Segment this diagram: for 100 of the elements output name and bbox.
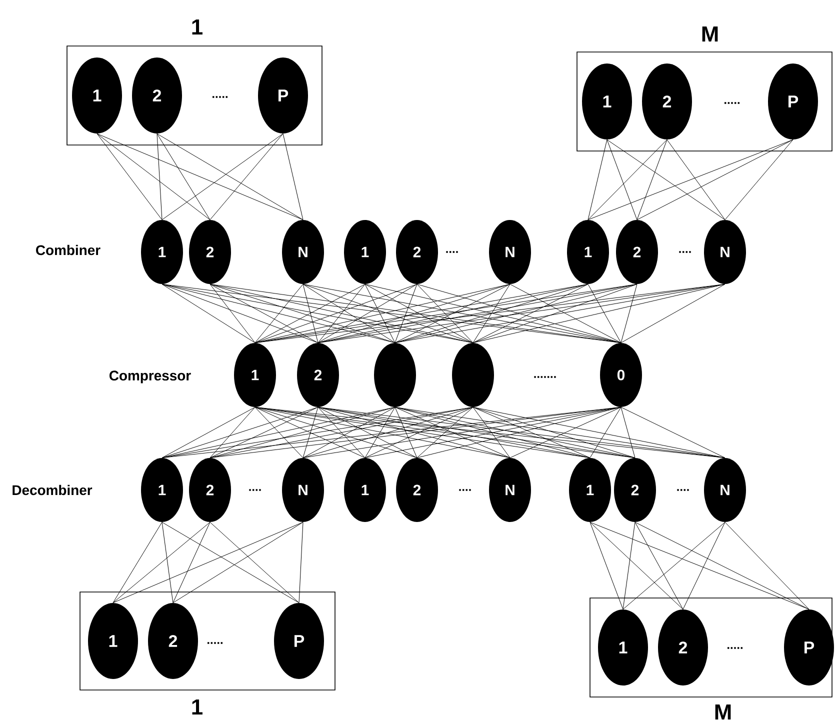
ellipsis-dots: ..... <box>724 102 740 104</box>
layer-label: Decombiner <box>12 484 92 496</box>
connection-line <box>394 284 510 344</box>
connection-line <box>210 284 474 344</box>
connection-line <box>472 284 510 344</box>
connection-line <box>254 284 304 344</box>
connection-line <box>510 284 622 344</box>
connection-line <box>112 522 162 604</box>
connection-line <box>162 406 474 458</box>
ellipsis-dots: .... <box>679 251 691 253</box>
connection-line <box>162 406 396 458</box>
connection-line <box>96 133 304 220</box>
connection-line <box>254 284 366 344</box>
connection-line <box>634 522 810 610</box>
layer-label: Combiner <box>36 244 100 256</box>
group-heading: M <box>715 704 731 720</box>
connection-line <box>620 284 726 344</box>
connection-line <box>302 406 318 458</box>
connection-line <box>162 133 284 220</box>
connection-line <box>112 522 304 604</box>
connection-line <box>394 284 418 344</box>
connection-line <box>254 406 510 458</box>
connection-line <box>254 406 304 458</box>
connection-line <box>210 522 300 604</box>
connection-line <box>588 284 622 344</box>
connection-line <box>682 522 726 610</box>
connection-line <box>318 406 510 458</box>
connection-line <box>282 133 304 220</box>
ellipsis-dots: .... <box>459 489 471 491</box>
connection-line <box>318 284 510 344</box>
connection-line <box>620 406 636 458</box>
connection-line <box>210 406 396 458</box>
connection-line <box>162 284 474 344</box>
connection-line <box>96 133 210 220</box>
connection-line <box>394 406 418 458</box>
connection-line <box>416 406 474 458</box>
connection-line <box>394 406 510 458</box>
connection-line <box>634 522 684 610</box>
neuron-circle <box>452 343 494 407</box>
connection-line <box>162 522 174 604</box>
connection-line <box>416 284 622 344</box>
connection-line <box>302 284 396 344</box>
connection-line <box>666 139 726 220</box>
connection-line <box>318 284 418 344</box>
connection-line <box>472 406 726 458</box>
connection-line <box>472 284 588 344</box>
connection-line <box>636 139 668 220</box>
connection-line <box>472 284 638 344</box>
connection-line <box>724 522 810 610</box>
connection-line <box>298 522 304 604</box>
connection-line <box>636 139 794 220</box>
connection-line <box>210 284 318 344</box>
connection-line <box>254 406 366 458</box>
ellipsis-dots: .... <box>446 251 458 253</box>
connection-line <box>622 522 636 610</box>
connection-line <box>162 406 318 458</box>
connection-line <box>302 284 474 344</box>
connection-line <box>172 522 210 604</box>
neuron-circle <box>374 343 416 407</box>
connection-line <box>588 139 794 220</box>
connection-line <box>606 139 726 220</box>
connection-line <box>472 406 510 458</box>
connection-line <box>318 406 366 458</box>
connection-line <box>112 522 210 604</box>
connection-line <box>620 284 638 344</box>
connection-line <box>302 406 474 458</box>
connection-line <box>472 406 636 458</box>
connection-line <box>364 406 474 458</box>
connection-line <box>472 284 726 344</box>
connection-line <box>156 133 210 220</box>
connection-line <box>588 139 668 220</box>
connection-line <box>210 133 284 220</box>
connection-line <box>254 284 418 344</box>
connection-line <box>394 284 588 344</box>
connection-line <box>364 284 474 344</box>
connection-line <box>156 133 162 220</box>
connection-line <box>210 406 256 458</box>
group-heading: 1 <box>192 699 202 715</box>
connection-line <box>96 133 162 220</box>
connection-line <box>510 406 622 458</box>
connection-line <box>622 522 726 610</box>
ellipsis-dots: .... <box>677 489 689 491</box>
ellipsis-dots: .... <box>249 489 261 491</box>
connection-line <box>162 284 318 344</box>
connection-line <box>318 406 418 458</box>
ellipsis-dots: ....... <box>534 376 556 378</box>
connection-line <box>606 139 638 220</box>
connection-line <box>590 522 624 610</box>
connection-line <box>302 406 396 458</box>
connection-line <box>364 406 396 458</box>
connection-line <box>210 284 396 344</box>
group-heading: M <box>702 26 718 42</box>
connection-line <box>394 284 726 344</box>
connection-line <box>590 522 684 610</box>
connection-line <box>590 406 622 458</box>
connection-line <box>318 284 366 344</box>
ellipsis-dots: ..... <box>212 96 228 98</box>
group-heading: 1 <box>192 19 202 35</box>
connection-line <box>620 406 726 458</box>
connection-line <box>364 284 396 344</box>
